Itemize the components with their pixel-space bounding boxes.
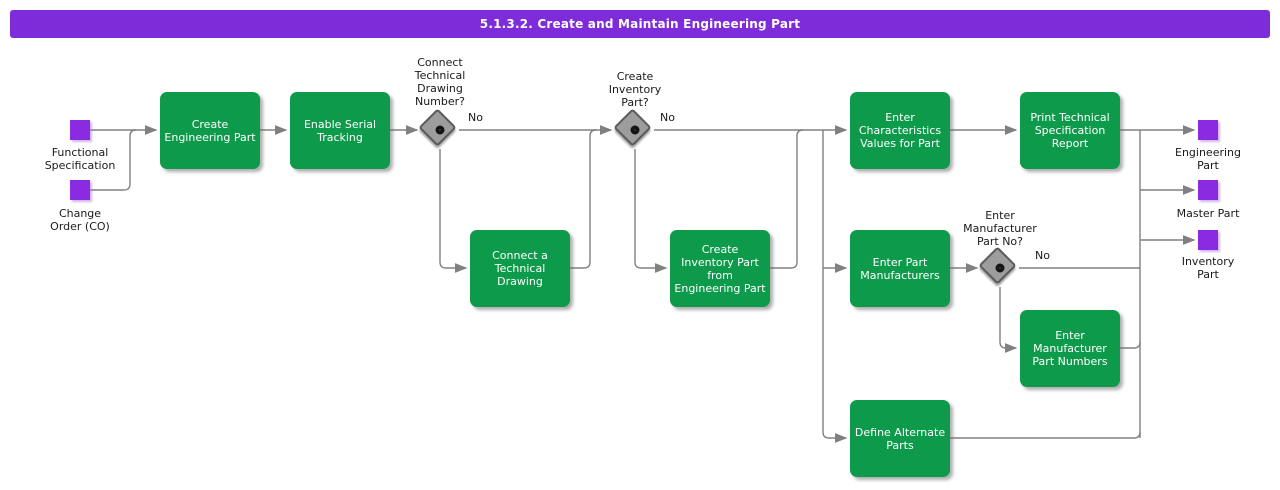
activity-print-technical-specification-report[interactable]: Print Technical Specification Report <box>1020 92 1120 169</box>
edge-label-no: No <box>468 111 483 124</box>
decision-ring-icon <box>995 263 1005 273</box>
activity-enable-serial-tracking[interactable]: Enable Serial Tracking <box>290 92 390 169</box>
decision-create-inventory-part[interactable] <box>613 108 655 150</box>
edge-label-no: No <box>660 111 675 124</box>
output-engineering-part[interactable] <box>1198 120 1218 140</box>
output-engineering-part-label: Engineering Part <box>1175 146 1241 172</box>
activity-create-engineering-part[interactable]: Create Engineering Part <box>160 92 260 169</box>
activity-create-inventory-part-from-engineering-part[interactable]: Create Inventory Part from Engineering P… <box>670 230 770 307</box>
activity-enter-manufacturer-part-numbers[interactable]: Enter Manufacturer Part Numbers <box>1020 310 1120 387</box>
input-change-order[interactable] <box>70 180 90 200</box>
input-functional-specification-label: Functional Specification <box>44 146 116 172</box>
output-inventory-part[interactable] <box>1198 230 1218 250</box>
decision-ring-icon <box>630 125 640 135</box>
decision-connect-technical-drawing-number[interactable] <box>418 108 460 150</box>
decision-create-inventory-part-label: Create Inventory Part? <box>608 70 662 109</box>
decision-enter-manufacturer-part-no-label: Enter Manufacturer Part No? <box>963 209 1037 248</box>
output-master-part-label: Master Part <box>1176 207 1240 220</box>
output-inventory-part-label: Inventory Part <box>1181 255 1235 281</box>
input-functional-specification[interactable] <box>70 120 90 140</box>
activity-connect-technical-drawing[interactable]: Connect a Technical Drawing <box>470 230 570 307</box>
activity-enter-part-manufacturers[interactable]: Enter Part Manufacturers <box>850 230 950 307</box>
edge-label-no: No <box>1035 249 1050 262</box>
input-change-order-label: Change Order (CO) <box>50 207 110 233</box>
activity-define-alternate-parts[interactable]: Define Alternate Parts <box>850 400 950 477</box>
diagram-title: 5.1.3.2. Create and Maintain Engineering… <box>479 17 801 31</box>
diagram-title-bar: 5.1.3.2. Create and Maintain Engineering… <box>10 10 1270 38</box>
decision-enter-manufacturer-part-no[interactable] <box>978 246 1020 288</box>
decision-ring-icon <box>435 125 445 135</box>
output-master-part[interactable] <box>1198 180 1218 200</box>
decision-connect-technical-drawing-number-label: Connect Technical Drawing Number? <box>414 56 466 108</box>
activity-enter-characteristics-values[interactable]: Enter Characteristics Values for Part <box>850 92 950 169</box>
